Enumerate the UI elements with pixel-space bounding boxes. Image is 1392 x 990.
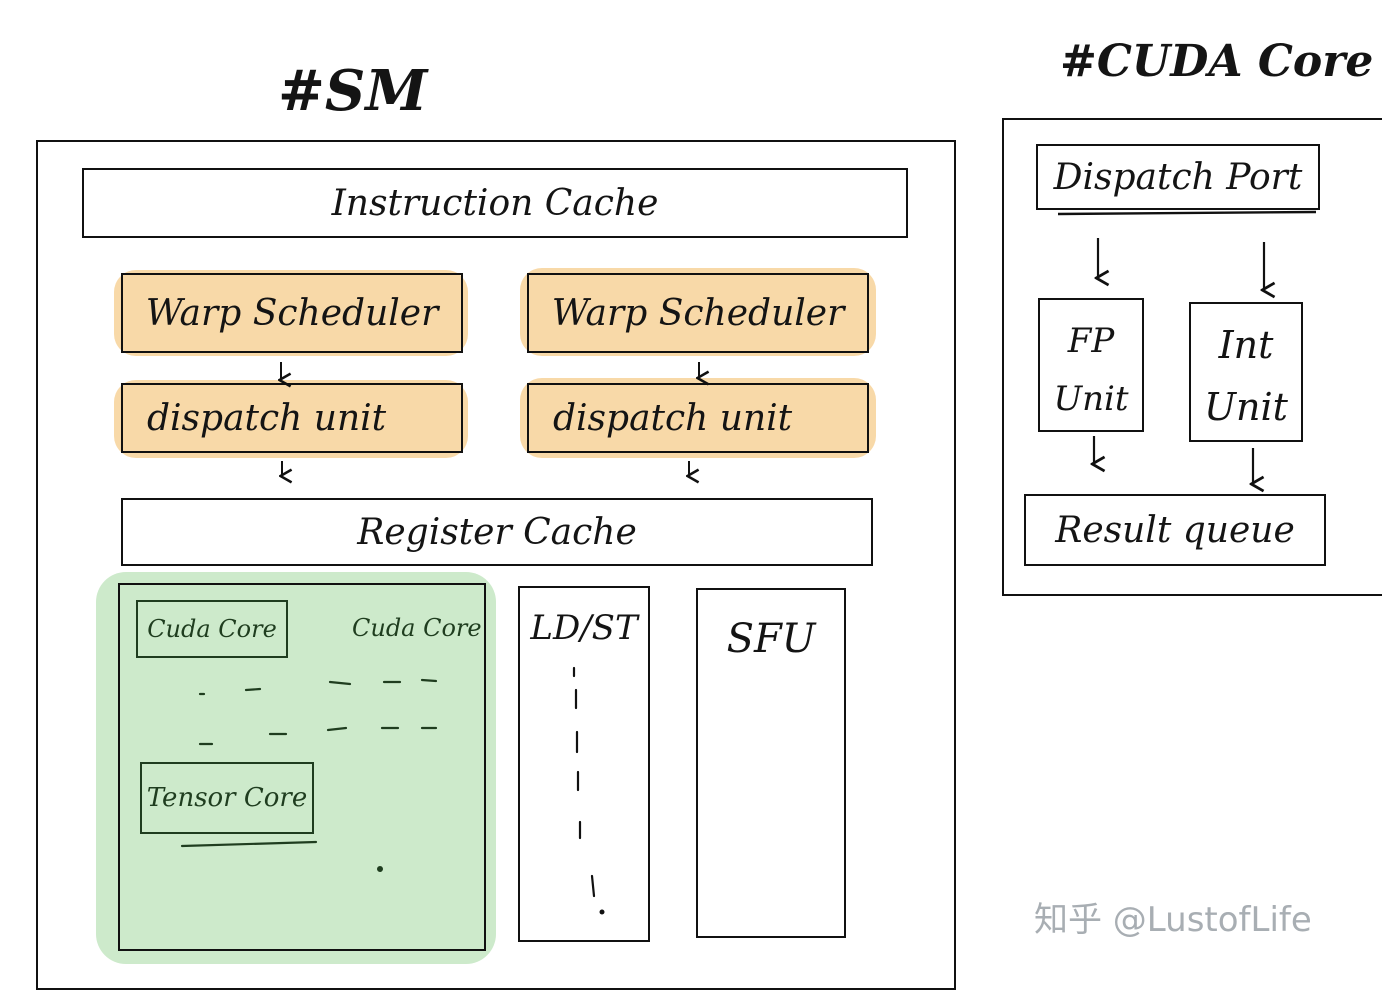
fp-unit-box: FP Unit: [1038, 298, 1144, 432]
instruction-cache-box: Instruction Cache: [82, 168, 908, 238]
sfu-box: SFU: [696, 588, 846, 938]
dispatch-port-label: Dispatch Port: [1053, 156, 1303, 198]
instruction-cache-label: Instruction Cache: [331, 182, 659, 224]
core-area-highlight: [96, 572, 496, 964]
result-queue-label: Result queue: [1055, 509, 1295, 551]
core-area-box: [118, 583, 486, 951]
ld-st-box: LD/ST: [518, 586, 650, 942]
tensor-core-box: Tensor Core: [140, 762, 314, 834]
cuda-core-1-label: Cuda Core: [147, 615, 277, 643]
warp-scheduler-2-highlight: [520, 268, 876, 356]
watermark: 知乎 @LustofLife: [1034, 900, 1312, 940]
warp-scheduler-1-label: Warp Scheduler: [145, 292, 439, 334]
dispatch-port-box: Dispatch Port: [1036, 144, 1320, 210]
cuda-core-frame: [1002, 118, 1382, 596]
dispatch-port-underline: [1057, 210, 1317, 216]
int-unit-line-1: Int: [1218, 323, 1274, 367]
tensor-core-label: Tensor Core: [146, 783, 308, 813]
dispatch-unit-2-highlight: [520, 378, 876, 458]
dispatch-unit-1-box: dispatch unit: [121, 383, 463, 453]
dispatch-unit-1-highlight: [114, 380, 468, 458]
ld-st-dashes: [572, 666, 596, 898]
register-cache-box: Register Cache: [121, 498, 873, 566]
fp-unit-line-2: Unit: [1053, 379, 1129, 419]
fp-unit-line-1: FP: [1067, 321, 1115, 361]
register-cache-label: Register Cache: [357, 511, 637, 553]
warp-scheduler-2-box: Warp Scheduler: [527, 273, 869, 353]
cuda-core-1-box: Cuda Core: [136, 600, 288, 658]
result-queue-box: Result queue: [1024, 494, 1326, 566]
core-dashes: [180, 678, 438, 848]
dispatch-unit-1-label: dispatch unit: [147, 397, 387, 439]
dispatch-unit-2-box: dispatch unit: [527, 383, 869, 453]
cuda-core-title: #CUDA Core: [1060, 36, 1374, 87]
int-unit-line-2: Unit: [1204, 385, 1288, 429]
int-unit-box: Int Unit: [1189, 302, 1303, 442]
ld-st-label: LD/ST: [530, 608, 638, 648]
warp-scheduler-1-highlight: [114, 270, 468, 356]
cuda-core-2-label: Cuda Core: [352, 614, 482, 642]
sm-title: #SM: [278, 58, 428, 124]
sfu-label: SFU: [726, 616, 816, 662]
warp-scheduler-2-label: Warp Scheduler: [551, 292, 845, 334]
ld-st-dot: [599, 909, 605, 915]
dispatch-unit-2-label: dispatch unit: [553, 397, 793, 439]
warp-scheduler-1-box: Warp Scheduler: [121, 273, 463, 353]
diagram-strokes: [180, 210, 1317, 915]
core-dot: [377, 866, 383, 872]
